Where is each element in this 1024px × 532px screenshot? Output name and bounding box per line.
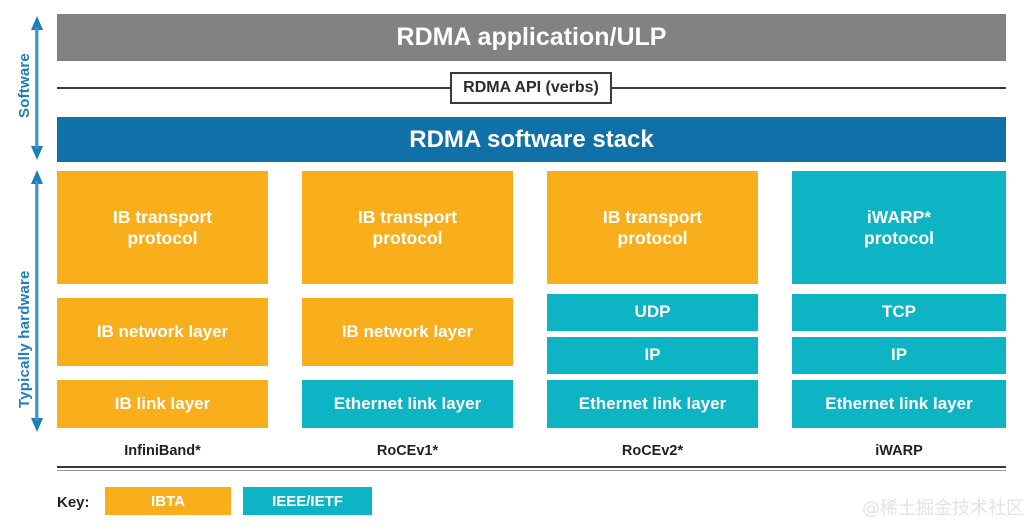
cell-col4-tcp: TCP [792, 294, 1006, 331]
cell-col2-network: IB network layer [302, 298, 513, 366]
rdma-api-verbs-box: RDMA API (verbs) [450, 72, 612, 104]
column-label-rocev1: RoCEv1* [376, 443, 439, 459]
cell-col3-link: Ethernet link layer [547, 380, 758, 428]
column-label-infiniband: InfiniBand* [124, 443, 201, 459]
rdma-application-band: RDMA application/ULP [57, 14, 1006, 61]
column-label-rocev2: RoCEv2* [621, 443, 684, 459]
cell-col4-protocol: iWARP*protocol [792, 171, 1006, 284]
hardware-scope-label: Typically hardware [16, 270, 33, 408]
cell-col3-ip: IP [547, 337, 758, 374]
key-label: Key: [57, 494, 90, 511]
bottom-divider-line-secondary [57, 470, 1006, 471]
software-scope-arrow [30, 16, 44, 160]
hardware-scope-arrow [30, 170, 44, 432]
bottom-divider-line [57, 466, 1006, 468]
watermark: @稀土掘金技术社区 [862, 498, 1024, 519]
column-label-iwarp: iWARP [875, 443, 923, 459]
cell-col1-network: IB network layer [57, 298, 268, 366]
key-chip-ibta: IBTA [105, 487, 231, 515]
cell-col2-link: Ethernet link layer [302, 380, 513, 428]
rdma-software-stack-band: RDMA software stack [57, 117, 1006, 162]
cell-col3-udp: UDP [547, 294, 758, 331]
cell-col1-link: IB link layer [57, 380, 268, 428]
key-chip-ieee-ietf: IEEE/IETF [243, 487, 372, 515]
cell-col4-ip: IP [792, 337, 1006, 374]
software-scope-label: Software [16, 53, 33, 118]
cell-col4-link: Ethernet link layer [792, 380, 1006, 428]
